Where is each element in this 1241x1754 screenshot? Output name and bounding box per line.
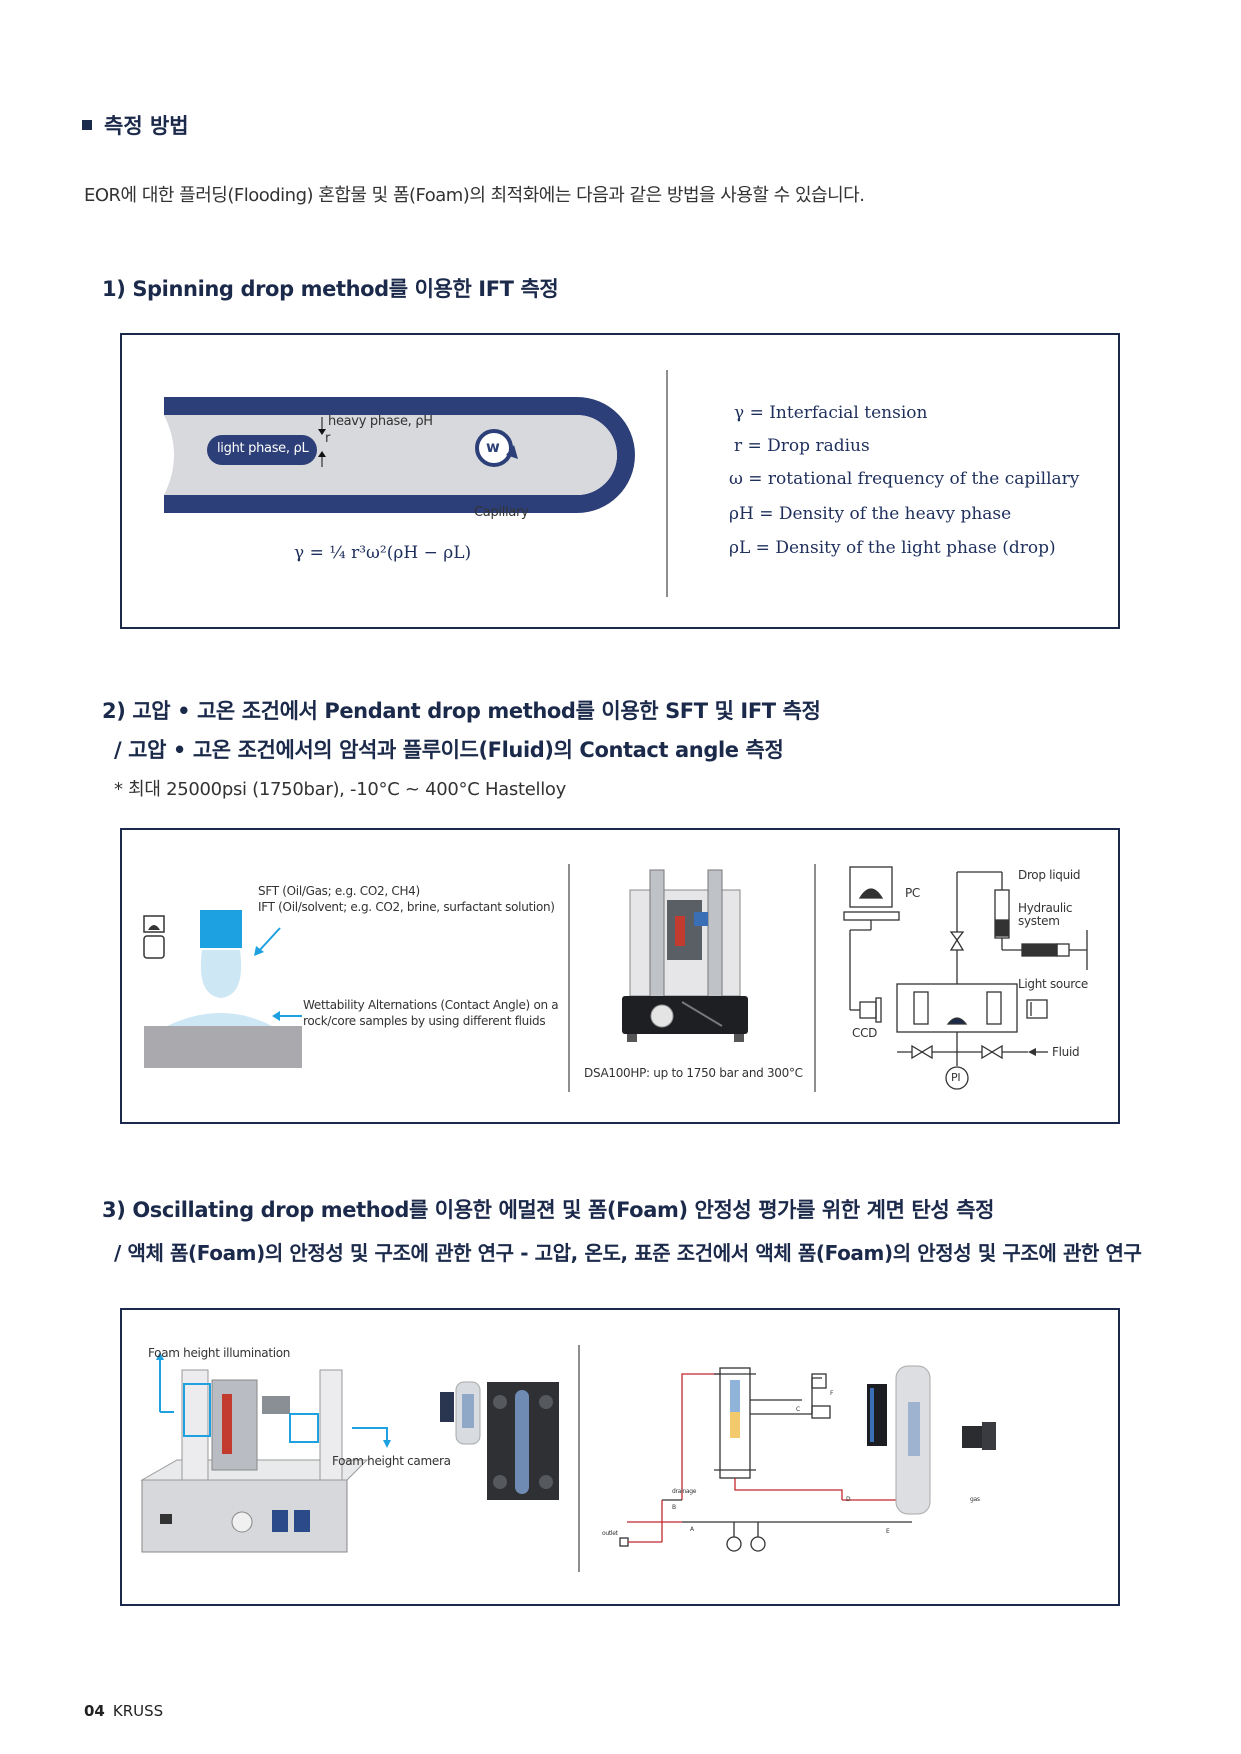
fluid-label: Fluid [1052,1045,1080,1059]
rock-sample [144,1026,302,1068]
method3-heading-line1: 3) Oscillating drop method를 이용한 에멀젼 및 폼(… [102,1198,994,1222]
page-number: 04 [84,1702,105,1720]
wettability-label-2: rock/core samples by using different flu… [303,1014,546,1028]
syringe-top-icon [143,915,165,933]
valve-b-label: B [672,1504,676,1511]
pendant-drop-schematic [843,866,1088,1090]
pc-label: PC [905,886,921,900]
method2-note: * 최대 25000psi (1750bar), -10°C ~ 400°C H… [114,779,566,800]
legend-r: r = Drop radius [734,436,870,456]
rotation-circle [475,429,513,467]
valve-d-label: D [846,1496,851,1503]
method3-heading-line2: / 액체 폼(Foam)의 안정성 및 구조에 관한 연구 - 고압, 온도, … [114,1241,1142,1265]
valve-e-label: E [886,1528,890,1535]
camera-arrowhead-icon [383,1440,391,1448]
light-source-label: Light source [1018,977,1089,991]
foam-cell-image [440,1381,481,1445]
r-arrowhead-top [318,429,326,435]
valve-a-label: A [690,1526,694,1533]
sft-arrow [257,927,281,953]
capillary-tube [164,397,635,513]
light-phase-drop [207,435,317,465]
illumination-highlight-box [183,1383,211,1437]
method1-panel: heavy phase, ρH light phase, ρL r w Capi… [120,333,1120,629]
method1-heading: 1) Spinning drop method를 이용한 IFT 측정 [102,277,559,301]
drop-liquid-label: Drop liquid [1018,868,1081,882]
legend-omega: ω = rotational frequency of the capillar… [729,469,1080,489]
pendant-drop-diagram [143,864,1088,1092]
pi-label: PI [951,1071,961,1084]
illumination-arrowhead-icon [156,1352,164,1360]
foam-flow-schematic [619,1367,923,1552]
capillary-label: Capillary [474,505,529,520]
hydraulic-label-2: system [1018,914,1060,928]
intro-text: EOR에 대한 플러딩(Flooding) 혼합물 및 폼(Foam)의 최적화… [84,185,865,206]
wettability-arrowhead-icon [272,1011,280,1021]
foam-instrument-image [140,1369,369,1553]
drainage-label: drainage [672,1488,697,1495]
hydraulic-label-1: Hydraulic [1018,901,1073,915]
valve-c-label: C [796,1406,800,1413]
camera-highlight-box [289,1413,319,1443]
method3-panel: Foam height illumination Foam height cam… [120,1308,1120,1606]
dsa100hp-instrument-image [622,869,748,1042]
rotation-arrowhead-icon [506,445,518,459]
ift-formula: γ = ¼ r³ω²(ρH − ρL) [294,543,472,563]
w-label: w [486,438,500,456]
section-title: 측정 방법 [104,114,189,138]
page-footer: 04 KRUSS [84,1702,163,1720]
bullet-square-icon [82,120,92,130]
capillary-left-cap [164,415,174,495]
foam-cell-closeup-image [487,1382,559,1500]
foam-cell-vessel-image [867,1365,996,1515]
spinning-drop-diagram [164,370,668,597]
legend-gamma: γ = Interfacial tension [734,403,928,423]
sft-label: SFT (Oil/Gas; e.g. CO2, CH4) [258,884,420,898]
needle-block [200,910,242,948]
dsa100hp-caption: DSA100HP: up to 1750 bar and 300°C [584,1066,803,1080]
camera-arrow [352,1427,388,1442]
r-arrowhead-bottom [318,451,326,457]
method2-heading-line1: 2) 고압 • 고온 조건에서 Pendant drop method를 이용한… [102,699,821,723]
fluid-arrowhead-icon [1028,1048,1036,1056]
syringe-drop-icon [148,925,160,930]
oscillating-drop-diagram [140,1345,996,1572]
pendant-drop [200,950,242,998]
foam-height-illumination-label: Foam height illumination [148,1346,291,1360]
sft-arrowhead-icon [254,946,264,956]
capillary-fill-end [577,415,617,495]
ccd-label: CCD [852,1026,878,1040]
wettability-label-1: Wettability Alternations (Contact Angle)… [303,998,559,1012]
outlet-label: outlet [602,1530,618,1537]
light-phase-label: light phase, ρL [217,441,309,456]
legend-rho-h: ρH = Density of the heavy phase [729,504,1012,524]
sessile-drop [167,1013,272,1026]
footer-brand: KRUSS [112,1702,164,1720]
method2-heading-line2: / 고압 • 고온 조건에서의 암석과 플루이드(Fluid)의 Contact… [114,738,784,762]
gas-label: gas [970,1496,980,1503]
valve-f-label: F [830,1390,834,1397]
r-label: r [325,431,331,446]
foam-height-camera-label: Foam height camera [332,1454,451,1468]
legend-rho-l: ρL = Density of the light phase (drop) [729,538,1056,558]
ift-label: IFT (Oil/solvent; e.g. CO2, brine, surfa… [258,900,555,914]
method2-panel: SFT (Oil/Gas; e.g. CO2, CH4) IFT (Oil/so… [120,828,1120,1124]
syringe-bottom-icon [143,935,165,959]
section-heading: 측정 방법 [82,110,189,140]
heavy-phase-label: heavy phase, ρH [328,414,433,429]
